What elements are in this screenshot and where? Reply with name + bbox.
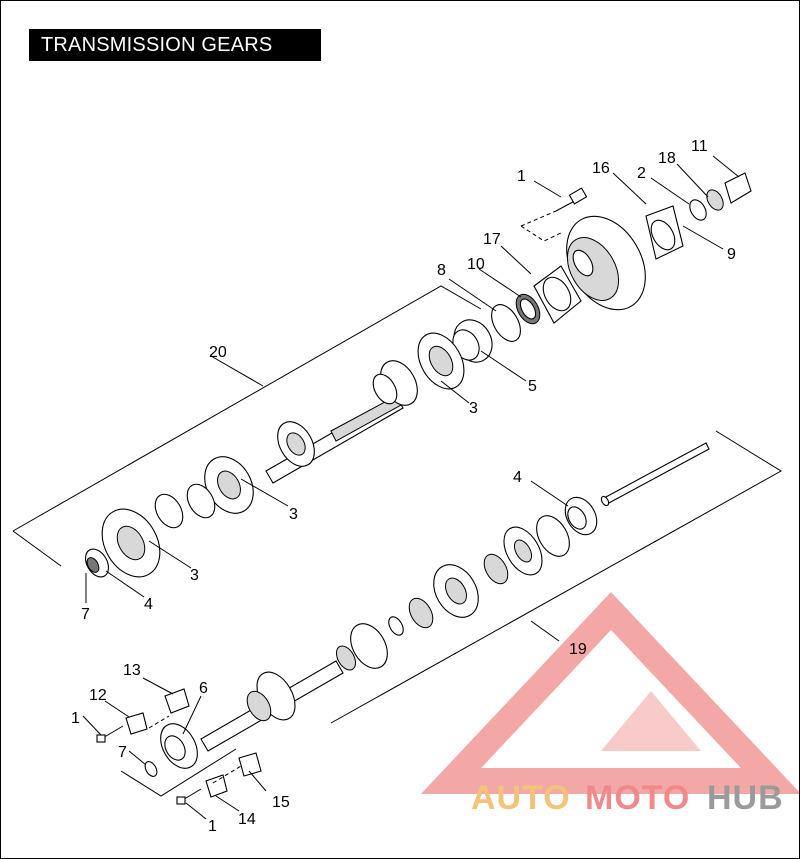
- page-title: TRANSMISSION GEARS: [29, 29, 321, 61]
- callout-6: 6: [199, 680, 208, 697]
- gear-3d: [101, 493, 184, 578]
- watermark-auto: AUTO: [471, 779, 571, 817]
- gear-housing-16: [566, 215, 646, 311]
- callout-18: 18: [658, 150, 676, 167]
- watermark-text: AUTO MOTO HUB: [471, 779, 784, 817]
- callout-3-b: 3: [289, 506, 298, 523]
- callout-11: 11: [691, 138, 708, 155]
- watermark-moto: MOTO: [585, 779, 690, 817]
- callout-12: 12: [89, 687, 107, 704]
- callout-7-left: 7: [81, 606, 90, 623]
- leader-lines: [82, 155, 740, 820]
- callout-17: 17: [483, 231, 501, 248]
- callout-10: 10: [467, 256, 485, 273]
- watermark-hub: HUB: [707, 779, 784, 817]
- callout-20: 20: [209, 344, 227, 361]
- callout-8: 8: [437, 262, 446, 279]
- callout-1-mid: 1: [71, 710, 80, 727]
- mainshaft-assembly: [12, 172, 752, 578]
- gear-3a: [417, 332, 465, 390]
- countershaft-assembly: [96, 430, 782, 805]
- callout-13: 13: [123, 662, 141, 679]
- gear-3c: [186, 456, 254, 519]
- callout-1-top: 1: [517, 168, 526, 185]
- gear-3b: [372, 360, 418, 406]
- callout-16: 16: [592, 160, 610, 177]
- callout-5: 5: [528, 378, 537, 395]
- callout-15: 15: [272, 794, 290, 811]
- callout-2: 2: [637, 165, 646, 182]
- callout-4-right: 4: [513, 469, 522, 486]
- callout-9: 9: [727, 246, 736, 263]
- watermark-logo: [420, 592, 799, 794]
- callout-19: 19: [569, 641, 587, 658]
- callout-14: 14: [238, 811, 256, 828]
- callout-labels: 1 16 18 11 2 9 17 10 8 20 5 3 3 3 4 7 4 …: [71, 138, 736, 835]
- gear-upper-mid: [277, 421, 315, 467]
- callout-3-a: 3: [469, 400, 478, 417]
- callout-1-bottom: 1: [208, 818, 217, 835]
- callout-3-c: 3: [190, 567, 199, 584]
- callout-4-left: 4: [144, 596, 153, 613]
- callout-7-mid: 7: [118, 744, 127, 761]
